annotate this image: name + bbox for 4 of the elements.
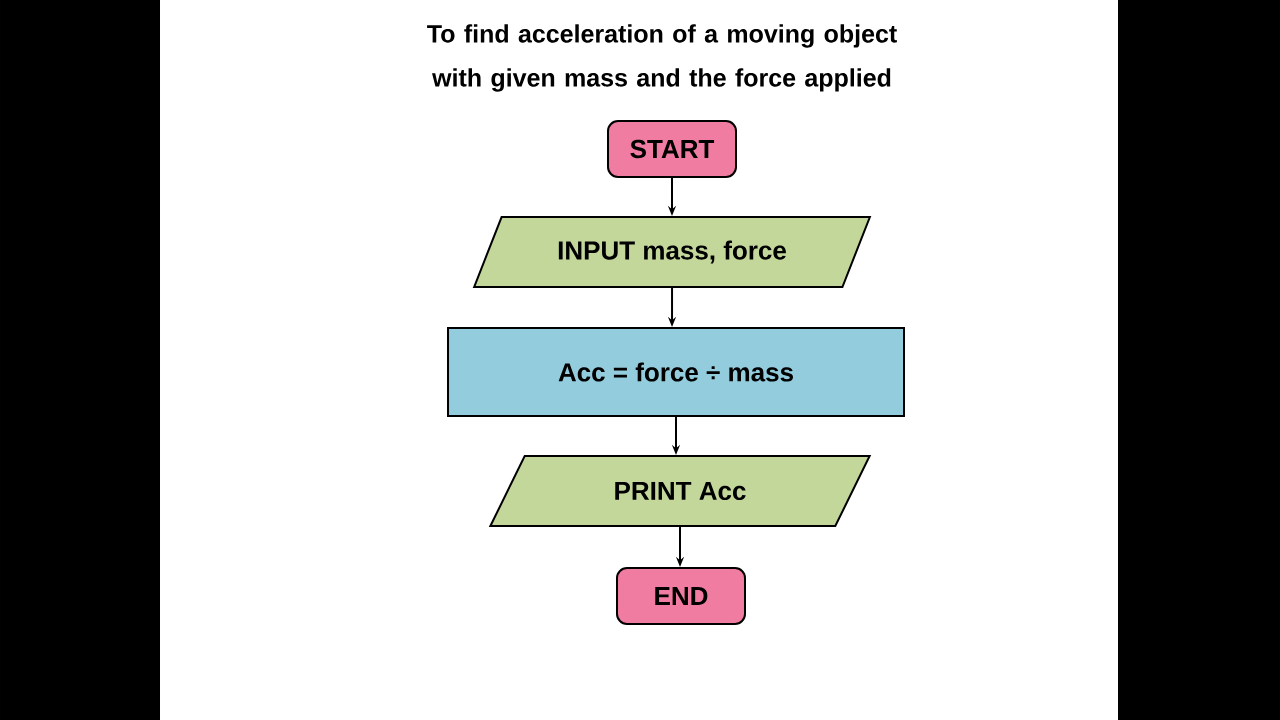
terminal-box: END [616,567,746,625]
title: To find acceleration of a moving object with given mass and the force applied [427,24,897,92]
terminal-box: START [607,120,737,178]
process-box: Acc = force ÷ mass [447,327,905,417]
